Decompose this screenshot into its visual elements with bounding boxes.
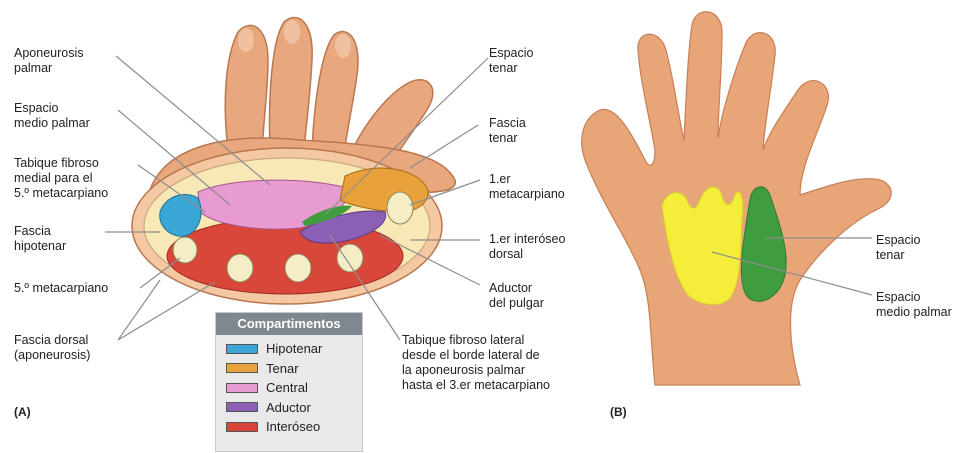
- label-fascia-dorsal: Fascia dorsal(aponeurosis): [14, 333, 90, 363]
- legend-title: Compartimentos: [216, 313, 362, 335]
- legend-item: Tenar: [216, 359, 362, 379]
- legend-swatch: [226, 422, 258, 432]
- legend-swatch: [226, 363, 258, 373]
- legend-item: Aductor: [216, 398, 362, 418]
- legend-label: Aductor: [266, 400, 311, 415]
- legend-swatch: [226, 383, 258, 393]
- panel-b-tag: (B): [610, 405, 627, 419]
- legend-item: Interóseo: [216, 417, 362, 437]
- legend-label: Hipotenar: [266, 341, 322, 356]
- legend-label: Tenar: [266, 361, 299, 376]
- legend-item: Hipotenar: [216, 339, 362, 359]
- panel-a-tag: (A): [14, 405, 31, 419]
- legend-item: Central: [216, 378, 362, 398]
- legend-swatch: [226, 402, 258, 412]
- legend-swatch: [226, 344, 258, 354]
- label-quinto-metacarpiano: 5.º metacarpiano: [14, 281, 108, 296]
- legend-label: Central: [266, 380, 308, 395]
- legend-label: Interóseo: [266, 419, 320, 434]
